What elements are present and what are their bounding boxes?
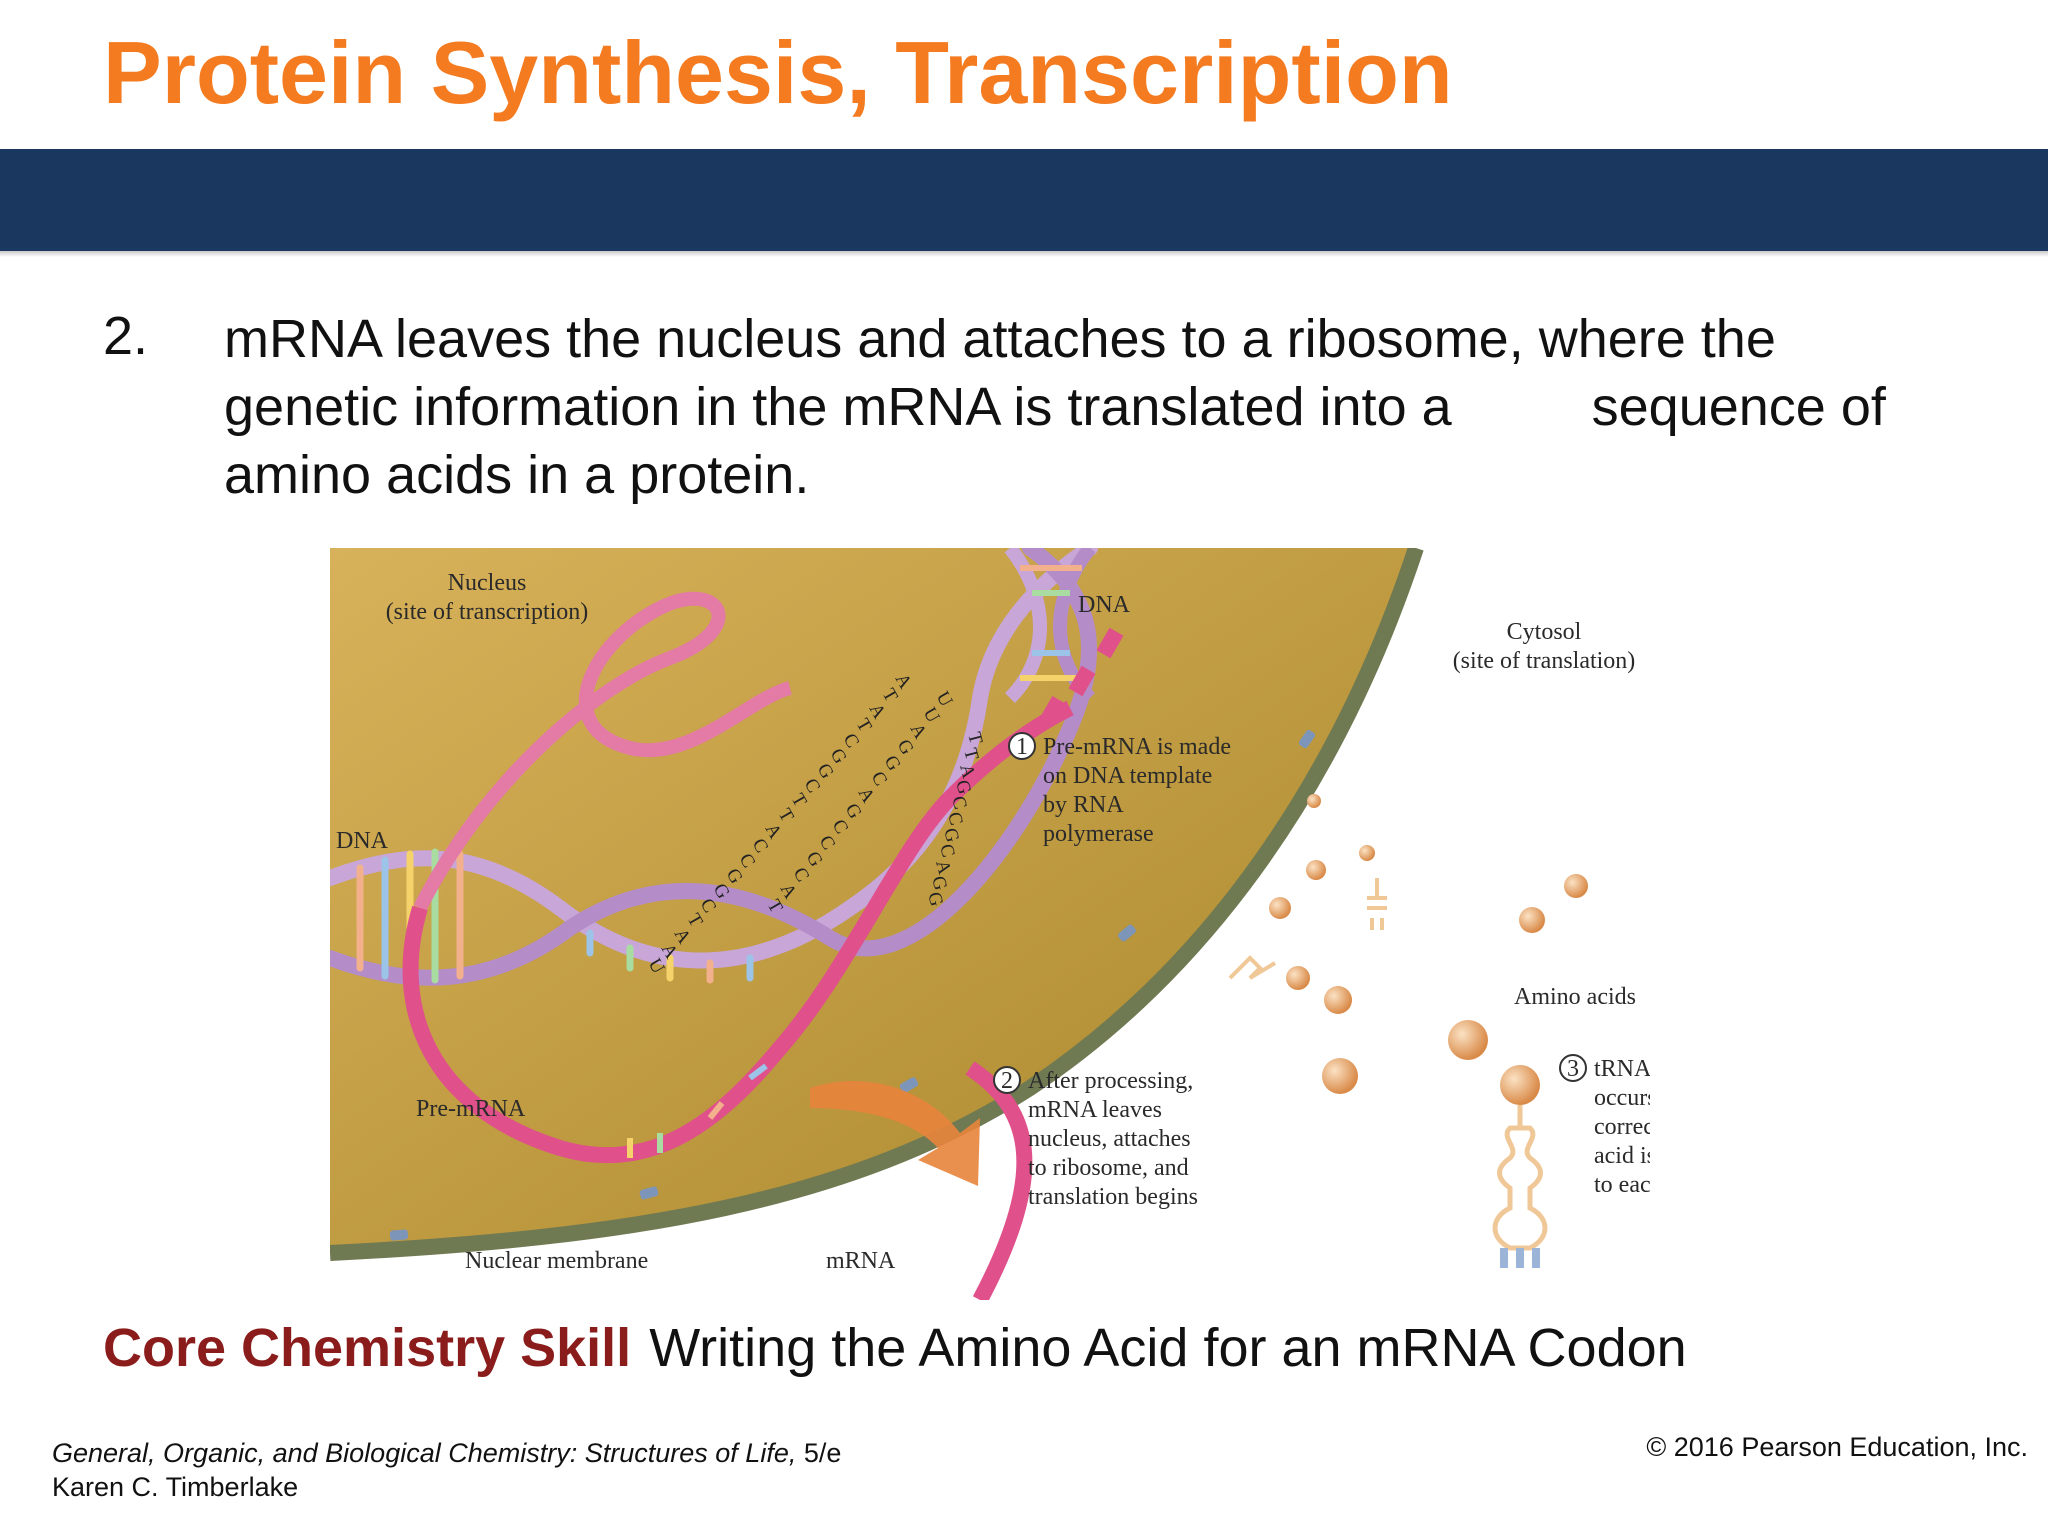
label-dna-left: DNA xyxy=(336,828,389,854)
trna-small-2 xyxy=(1367,878,1387,930)
nuclear-membrane xyxy=(330,548,1424,1261)
coding-base-6: G xyxy=(939,826,963,845)
bullet-number: 2. xyxy=(103,306,149,366)
step-2: 2 After processing, mRNA leaves nucleus,… xyxy=(993,1066,1198,1210)
membrane-pores xyxy=(389,729,1316,1241)
label-amino-acids: Amino acids xyxy=(1514,984,1636,1010)
label-nucleus-sub: (site of transcription) xyxy=(386,599,589,625)
step-2-line-2: mRNA leaves xyxy=(1028,1097,1162,1123)
step-2-line-4: to ribosome, and xyxy=(1028,1155,1189,1181)
book-title: General, Organic, and Biological Chemist… xyxy=(52,1438,797,1468)
title-banner xyxy=(0,149,2048,251)
copyright: © 2016 Pearson Education, Inc. xyxy=(1646,1432,2028,1462)
label-dna-top: DNA xyxy=(1078,592,1131,618)
citation: General, Organic, and Biological Chemist… xyxy=(52,1436,841,1504)
coding-base-2: A xyxy=(955,762,979,781)
coding-base-10: G xyxy=(923,890,947,909)
trna-small-1 xyxy=(1228,955,1277,980)
coding-base-8: A xyxy=(931,858,955,877)
step-3-line-5: to each tRNA xyxy=(1594,1172,1650,1198)
step-2-line-1: After processing, xyxy=(1028,1068,1193,1094)
step-3-line-2: occurs when the xyxy=(1594,1085,1650,1111)
step-3-line-1: tRNA activation xyxy=(1594,1056,1650,1082)
pre-mrna-strand xyxy=(402,591,1074,1164)
step-2-number: 2 xyxy=(1001,1068,1013,1094)
exit-arrow xyxy=(810,1080,980,1186)
step-3-number: 3 xyxy=(1567,1056,1579,1082)
bullet-paragraph: mRNA leaves the nucleus and attaches to … xyxy=(224,305,2024,509)
step-2-line-3: nucleus, attaches xyxy=(1028,1126,1191,1152)
skill-label: Core Chemistry Skill xyxy=(103,1318,632,1378)
paragraph-line-3: amino acids in a protein. xyxy=(224,445,810,505)
step-3-line-3: correct amino xyxy=(1594,1114,1650,1140)
core-chemistry-skill: Core Chemistry Skill Writing the Amino Ac… xyxy=(103,1317,1687,1379)
banner-shadow xyxy=(0,251,2048,257)
coding-base-7: C xyxy=(935,842,959,860)
step-1-line-4: polymerase xyxy=(1043,821,1154,847)
step-3: 3 tRNA activation occurs when the correc… xyxy=(1559,1054,1650,1198)
paragraph-line-2: genetic information in the mRNA is trans… xyxy=(224,373,2024,441)
label-nuclear-membrane: Nuclear membrane xyxy=(465,1248,648,1274)
coding-base-9: G xyxy=(927,874,951,893)
label-cytosol: Cytosol xyxy=(1507,619,1582,645)
step-1-line-3: by RNA xyxy=(1043,792,1124,818)
label-pre-mrna: Pre-mRNA xyxy=(416,1096,526,1122)
paragraph-line-1: mRNA leaves the nucleus and attaches to … xyxy=(224,309,1776,369)
dna-top-helix xyxy=(1004,548,1096,703)
label-mrna: mRNA xyxy=(826,1248,896,1274)
coding-base-3: G xyxy=(951,778,975,797)
step-2-line-5: translation begins xyxy=(1028,1184,1198,1210)
book-edition: 5/e xyxy=(803,1438,842,1468)
paragraph-line-2b: sequence of xyxy=(1591,377,1886,437)
amino-acid-particles xyxy=(1269,794,1588,1094)
step-1-line-2: on DNA template xyxy=(1043,763,1212,789)
label-cytosol-sub: (site of translation) xyxy=(1453,648,1636,674)
paragraph-line-2a: genetic information in the mRNA is trans… xyxy=(224,377,1452,437)
step-1-number: 1 xyxy=(1016,734,1028,760)
slide-title: Protein Synthesis, Transcription xyxy=(103,23,1453,122)
free-nucleotides xyxy=(1041,627,1124,723)
skill-text: Writing the Amino Acid for an mRNA Codon xyxy=(649,1318,1687,1378)
trna-large xyxy=(1492,1065,1548,1268)
step-3-line-4: acid is attached xyxy=(1594,1143,1650,1169)
author: Karen C. Timberlake xyxy=(52,1472,299,1502)
label-nucleus: Nucleus xyxy=(448,570,527,596)
step-1: 1 Pre-mRNA is made on DNA template by RN… xyxy=(1008,732,1231,847)
coding-base-5: C xyxy=(943,810,967,828)
coding-base-4: C xyxy=(947,794,971,812)
mrna-exiting-strand xyxy=(965,1061,1033,1300)
step-1-line-1: Pre-mRNA is made xyxy=(1043,734,1231,760)
